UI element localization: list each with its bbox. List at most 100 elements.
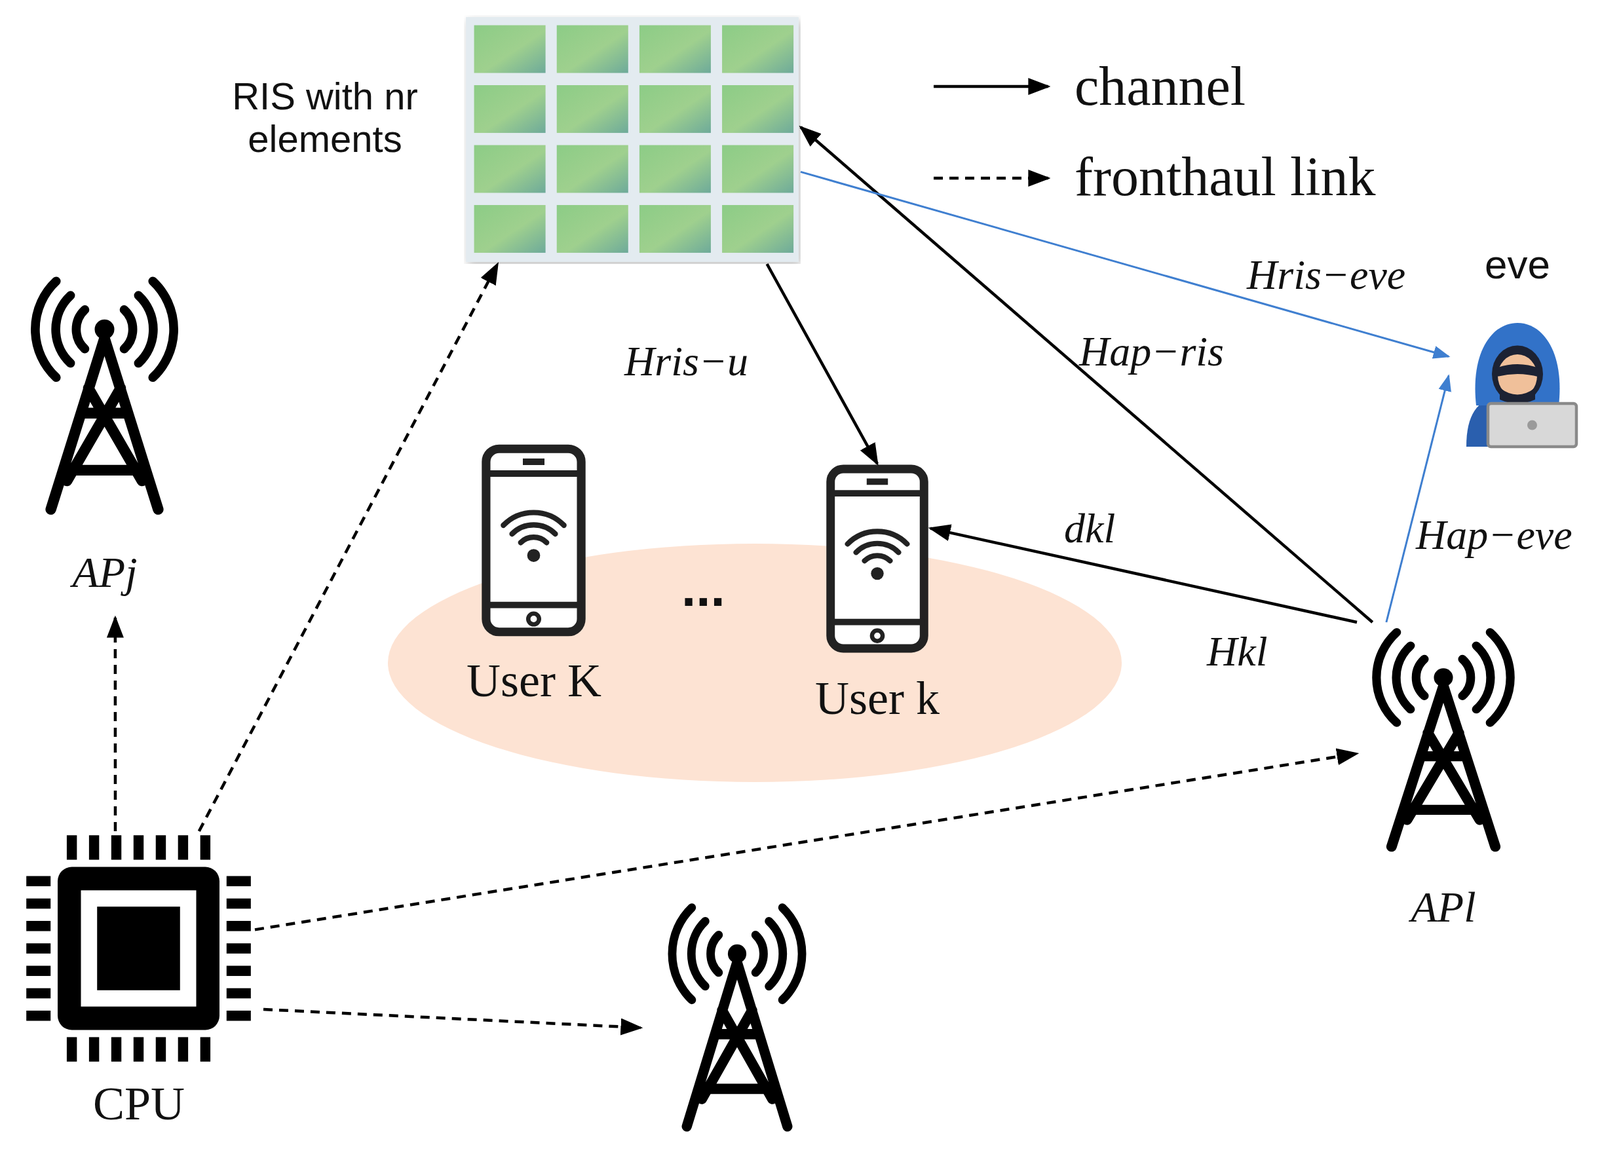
access-point-icon xyxy=(1356,622,1530,858)
icon-part xyxy=(200,835,211,860)
icon-part xyxy=(870,567,884,580)
channel-label: Hris−eve xyxy=(1246,254,1406,297)
channel-label: Hkl xyxy=(1206,630,1268,673)
icon-part xyxy=(686,962,788,1127)
icon-part xyxy=(722,25,794,74)
icon-part xyxy=(26,943,51,954)
icon-part xyxy=(722,205,794,253)
icon-part xyxy=(672,908,802,1001)
icon-part xyxy=(474,25,546,74)
icon-part xyxy=(1487,403,1577,447)
channel-link xyxy=(1386,376,1449,623)
channel-label: dkl xyxy=(1064,507,1116,550)
access-point-icon xyxy=(15,270,194,521)
legend-sample xyxy=(933,85,1049,89)
icon-part xyxy=(1376,632,1511,723)
icon-part xyxy=(89,835,99,860)
icon-part xyxy=(155,1037,166,1062)
icon-part xyxy=(178,1037,189,1062)
access-point: APl xyxy=(1356,622,1530,858)
icon-part xyxy=(486,448,582,633)
icon-part xyxy=(556,205,629,253)
icon-part xyxy=(89,1037,99,1062)
icon-part xyxy=(639,205,711,253)
icon-part xyxy=(556,25,629,74)
icon-part xyxy=(96,906,181,991)
channel-label: Hap−eve xyxy=(1415,514,1573,557)
node-label: CPU xyxy=(40,1077,238,1131)
node-label: eve xyxy=(1419,241,1600,287)
icon-part xyxy=(722,85,794,134)
icon-part xyxy=(111,835,122,860)
channel-link xyxy=(930,528,1357,623)
icon-part xyxy=(226,876,251,887)
icon-part xyxy=(1491,345,1543,403)
icon-part xyxy=(35,281,174,378)
channel-label: Hris−u xyxy=(624,340,749,383)
channel-link xyxy=(800,127,1373,623)
icon-part xyxy=(639,145,711,194)
user-device-icon xyxy=(824,463,931,654)
fronthaul-link xyxy=(254,753,1357,930)
icon-part xyxy=(1495,364,1540,378)
icon-part xyxy=(81,890,197,1007)
icon-part xyxy=(200,1037,211,1062)
eavesdropper: eve xyxy=(1448,311,1587,449)
cpu-chip: CPU xyxy=(22,831,255,1067)
icon-part xyxy=(1499,387,1536,404)
icon-part xyxy=(1527,420,1538,431)
icon-part xyxy=(226,898,251,910)
access-point: APj xyxy=(15,270,194,618)
icon-part xyxy=(556,145,629,194)
icon-part xyxy=(830,481,925,622)
icon-part xyxy=(226,965,251,977)
icon-part xyxy=(26,965,51,977)
channel-link xyxy=(767,264,878,464)
icon-part xyxy=(639,85,711,134)
user-device: User k xyxy=(824,463,931,654)
legend-sample xyxy=(933,176,1049,181)
icon-part xyxy=(226,921,251,932)
user-device: User K xyxy=(479,443,588,638)
icon-part xyxy=(178,835,189,860)
access-point-icon xyxy=(672,908,802,1127)
node-label: User k xyxy=(746,672,1009,726)
node-label: APj xyxy=(6,548,204,597)
icon-part xyxy=(226,943,251,954)
icon-part xyxy=(528,613,540,625)
icon-part xyxy=(133,835,144,860)
icon-part xyxy=(51,338,159,510)
icon-part xyxy=(556,85,629,134)
icon-part xyxy=(155,835,166,860)
cpu-chip-icon xyxy=(22,831,255,1067)
icon-part xyxy=(1475,323,1561,406)
icon-part xyxy=(226,988,251,1000)
icon-part xyxy=(226,1010,251,1022)
icon-part xyxy=(722,145,794,194)
eavesdropper-icon xyxy=(1448,311,1587,449)
node-label: User K xyxy=(402,654,666,708)
legend-text: channel xyxy=(1074,58,1246,115)
icon-part xyxy=(474,205,546,253)
icon-part xyxy=(26,921,51,932)
icon-part xyxy=(1391,685,1496,847)
user-device-icon xyxy=(479,443,588,638)
ris-panel: RIS with nr elements xyxy=(463,15,801,265)
icon-part xyxy=(872,630,883,642)
icon-part xyxy=(133,1037,144,1062)
channel-label: Hap−ris xyxy=(1079,330,1224,373)
icon-part xyxy=(26,988,51,1000)
icon-part xyxy=(527,549,541,563)
channel-link xyxy=(800,171,1449,357)
icon-part xyxy=(847,531,908,561)
icon-part xyxy=(486,461,582,606)
node-label: RIS with nr elements xyxy=(200,75,450,161)
icon-part xyxy=(474,85,546,134)
fronthaul-link xyxy=(114,617,118,832)
icon-part xyxy=(26,876,51,887)
icon-part xyxy=(111,1037,122,1062)
icon-part xyxy=(474,145,546,194)
